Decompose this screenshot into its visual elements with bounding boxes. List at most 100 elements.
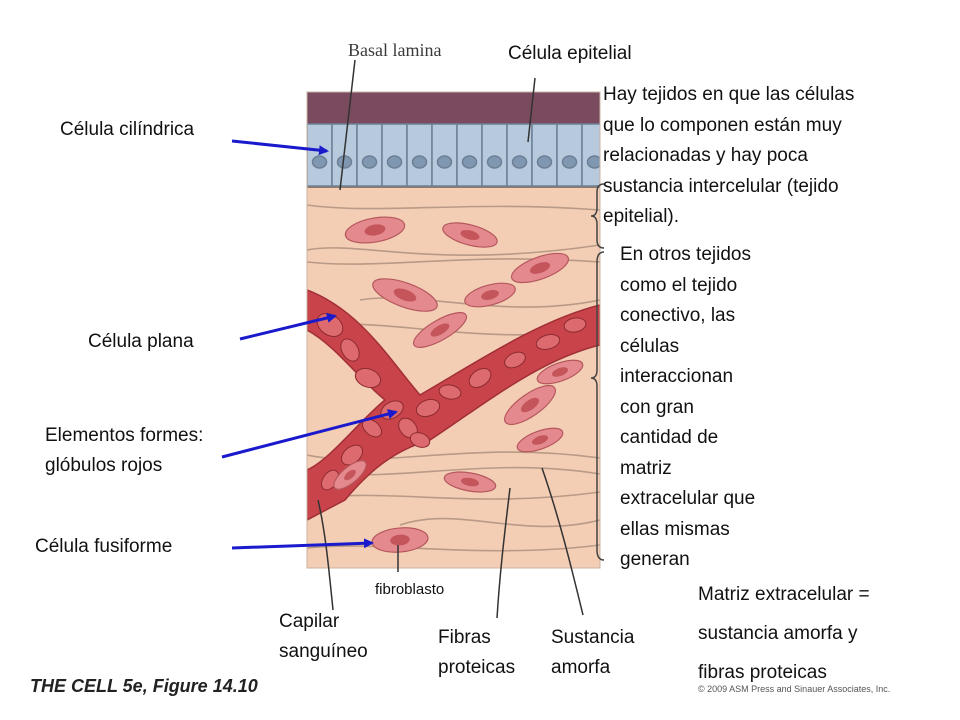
fibroblast-nucleus — [529, 262, 551, 274]
cell-nucleus — [486, 155, 503, 169]
epitelial-line: que lo componen están muy — [603, 114, 842, 136]
celula-cilindrica-label: Célula cilíndrica — [60, 119, 195, 140]
matriz-line: fibras proteicas — [698, 662, 827, 683]
cell-nucleus — [336, 155, 353, 169]
amorfa-label: amorfa — [551, 657, 611, 678]
cell-nucleus — [536, 155, 553, 169]
matriz-text-block: Matriz extracelular = sustancia amorfa y… — [698, 575, 870, 692]
cell-nucleus — [411, 155, 428, 169]
conectivo-line: conectivo, las — [620, 305, 736, 326]
fibroblast-nucleus — [520, 397, 540, 413]
brace-epitelial — [590, 183, 605, 249]
lumen-layer — [307, 92, 600, 124]
fibroblast-cells — [333, 216, 584, 553]
epitelial-text-block: Hay tejidos en que las células que lo co… — [603, 80, 854, 233]
capilar-label: Capilar — [279, 611, 340, 632]
diagram-leader-lines — [317, 59, 584, 619]
columnar-cell — [331, 123, 358, 187]
red-blood-cell — [563, 317, 587, 333]
red-blood-cell — [535, 334, 561, 350]
red-blood-cell — [438, 384, 462, 400]
brace-conectivo — [590, 251, 605, 561]
conectivo-line: matriz — [620, 457, 672, 479]
fibras-leader — [496, 487, 511, 619]
columnar-cell — [581, 123, 600, 187]
epithelial-cells — [307, 123, 600, 187]
conectivo-line: En otros tejidos — [620, 244, 751, 265]
diagram-frame — [306, 91, 601, 569]
red-blood-cells — [316, 313, 587, 491]
conectivo-line: ellas mismas — [620, 518, 730, 540]
figure-caption: THE CELL 5e, Figure 14.10 — [30, 676, 258, 696]
arrow-cilindrica — [231, 139, 329, 156]
celula-epitelial-label: Célula epitelial — [508, 43, 632, 64]
arrow-elementos — [221, 409, 398, 459]
fibroblast-nucleus — [461, 477, 479, 487]
sustancia-leader — [541, 467, 584, 616]
cell-nucleus — [461, 155, 478, 169]
label-arrows — [221, 139, 398, 550]
columnar-cell — [406, 123, 433, 187]
columnar-cell — [431, 123, 458, 187]
fibroblast-nucleus — [364, 224, 386, 236]
conectivo-line: interaccionan — [620, 366, 734, 387]
conectivo-line: cantidad de — [620, 427, 719, 448]
fibras-label: Fibras — [438, 627, 491, 648]
conectivo-line: con gran — [620, 396, 694, 418]
columnar-cell — [531, 123, 558, 187]
red-blood-cell — [340, 338, 360, 362]
columnar-cell — [556, 123, 583, 187]
red-blood-cell — [504, 351, 526, 369]
conectivo-line: extracelular que — [620, 488, 756, 509]
cell-nucleus — [511, 155, 528, 169]
conectivo-text-block: En otros tejidos como el tejido conectiv… — [620, 240, 755, 576]
red-blood-cell — [409, 432, 431, 448]
fibroblasto-label: fibroblasto — [375, 581, 445, 598]
proteicas-label: proteicas — [438, 657, 516, 678]
basal-lamina-label: Basal lamina — [348, 40, 442, 60]
columnar-cell — [481, 123, 508, 187]
arrow-plana — [239, 313, 337, 341]
fibroblast-nucleus — [393, 288, 417, 302]
celula-fusiforme-label: Célula fusiforme — [35, 536, 173, 557]
fibroblast-nucleus — [390, 534, 410, 546]
cell-nucleus — [561, 155, 578, 169]
red-blood-cell — [415, 398, 441, 418]
conectivo-line: generan — [620, 549, 690, 570]
sanguineo-label: sanguíneo — [279, 641, 368, 662]
celula-epitelial-leader — [527, 77, 536, 143]
elementos-formes-label: Elementos formes: — [45, 425, 204, 446]
copyright-notice: © 2009 ASM Press and Sinauer Associates,… — [698, 684, 891, 694]
fibroblast-nucleus — [460, 229, 480, 241]
capillary — [307, 289, 600, 521]
conectivo-line: células — [620, 335, 680, 357]
columnar-cell — [506, 123, 533, 187]
cell-nucleus — [586, 155, 600, 169]
basal-lamina-leader — [339, 59, 356, 191]
cell-nucleus — [386, 155, 403, 169]
epitelial-line: Hay tejidos en que las células — [603, 84, 855, 105]
celula-plana-label: Célula plana — [88, 331, 194, 352]
globulos-rojos-label: glóbulos rojos — [45, 455, 163, 476]
columnar-cell — [307, 123, 333, 187]
capilar-leader — [317, 499, 334, 611]
text-braces — [590, 183, 605, 561]
matriz-line: sustancia amorfa y — [698, 623, 858, 644]
red-blood-cell — [468, 367, 492, 389]
arrow-fusiforme — [231, 538, 374, 550]
matriz-line: Matriz extracelular = — [698, 584, 870, 605]
epitelial-line: relacionadas y hay poca — [603, 145, 808, 166]
epitelial-line: epitelial). — [603, 206, 680, 227]
fibroblast-nucleus — [430, 323, 450, 337]
columnar-cell — [381, 123, 408, 187]
cell-nucleus — [361, 155, 378, 169]
cell-nucleus — [436, 155, 453, 169]
conectivo-line: como el tejido — [620, 274, 738, 296]
columnar-cell — [456, 123, 483, 187]
cell-nucleus — [311, 155, 328, 169]
fibroblast-nucleus — [531, 435, 549, 445]
fibroblast-nucleus — [481, 290, 499, 300]
sustancia-label: Sustancia — [551, 627, 635, 648]
epitelial-line: sustancia intercelular (tejido — [603, 175, 839, 197]
